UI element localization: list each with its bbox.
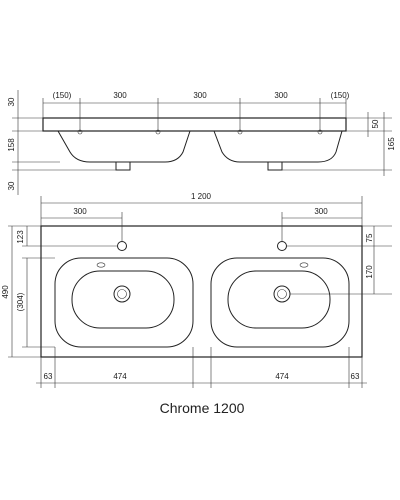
plan-dim-left-304: (304)	[16, 292, 25, 311]
side-dim-top-1: (150)	[53, 91, 72, 100]
plan-dim-left-490: 490	[1, 285, 10, 299]
side-dim-top-2: 300	[113, 91, 127, 100]
plan-right-overflow	[299, 262, 309, 268]
plan-dim-bottom-474-right: 474	[275, 372, 289, 381]
side-dim-right-1: 50	[371, 119, 380, 128]
plan-dim-right-170: 170	[365, 265, 374, 279]
plan-right-basin-outer	[210, 257, 350, 348]
plan-left-drain	[113, 285, 131, 303]
plan-dim-right-75: 75	[365, 233, 374, 242]
side-dim-top-5: (150)	[331, 91, 350, 100]
plan-right-basin-inner	[227, 270, 331, 329]
side-dim-right-2: 165	[387, 137, 396, 151]
plan-hole-offset-left-label: 300	[73, 207, 87, 216]
plan-overall-width-label: 1 200	[191, 192, 212, 201]
side-dim-top-3: 300	[193, 91, 207, 100]
plan-view-outline	[40, 225, 363, 358]
plan-dim-bottom-474-left: 474	[113, 372, 127, 381]
plan-dim-left-123: 123	[16, 230, 25, 244]
side-view: (150) 300 300 300 (150) 30 158 30 50 165	[7, 90, 396, 195]
plan-left-basin-outer	[54, 257, 194, 348]
side-dim-left-2: 158	[7, 138, 16, 152]
plan-right-drain	[273, 285, 291, 303]
side-view-slab	[42, 117, 347, 132]
side-dim-left-3: 30	[7, 181, 16, 190]
side-dim-top-4: 300	[274, 91, 288, 100]
side-view-right-drain	[267, 161, 283, 171]
side-view-left-basin	[57, 130, 191, 163]
plan-left-basin-inner	[71, 270, 175, 329]
drawing-caption: Chrome 1200	[160, 400, 245, 416]
plan-right-tap-hole	[277, 241, 287, 251]
plan-left-tap-hole	[117, 241, 127, 251]
side-dim-left-1: 30	[7, 97, 16, 106]
plan-left-overflow	[96, 262, 106, 268]
side-view-right-basin	[213, 130, 343, 163]
plan-dim-bottom-63-right: 63	[351, 372, 360, 381]
plan-view: 1 200 300 300 123 490 (304) 75 170	[1, 192, 392, 388]
plan-dim-bottom-63-left: 63	[44, 372, 53, 381]
plan-hole-offset-right-label: 300	[314, 207, 328, 216]
side-view-left-drain	[115, 161, 131, 171]
